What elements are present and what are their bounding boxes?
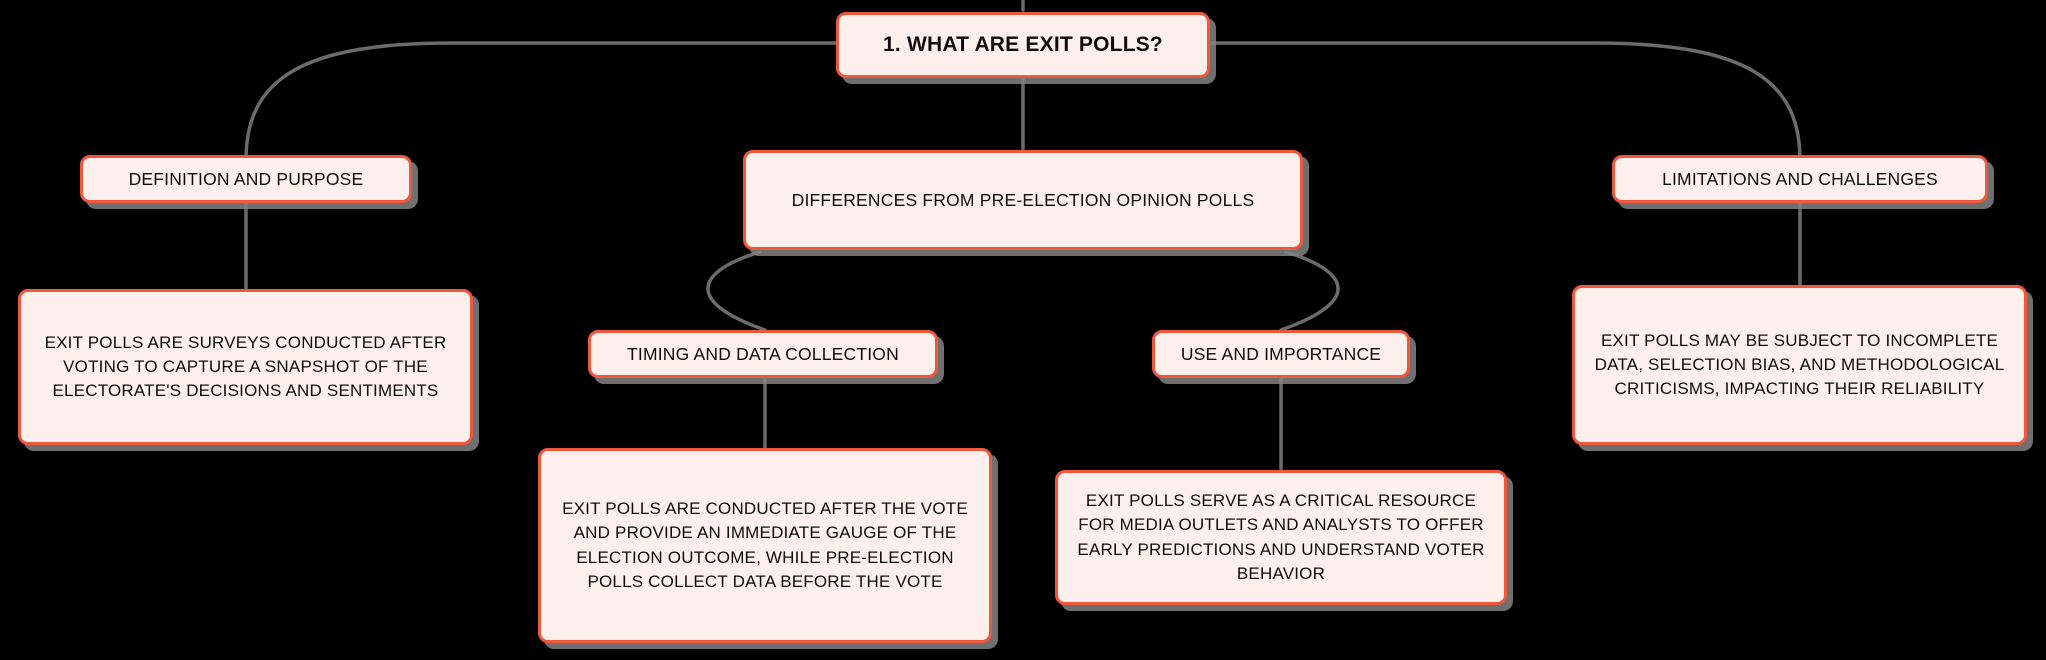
node-leaf-use[interactable]: EXIT POLLS SERVE AS A CRITICAL RESOURCE … bbox=[1055, 470, 1507, 605]
node-leaf-timing-label: EXIT POLLS ARE CONDUCTED AFTER THE VOTE … bbox=[562, 499, 968, 591]
node-branch-definition[interactable]: DEFINITION AND PURPOSE bbox=[80, 155, 412, 203]
edge-differences-to-timing bbox=[706, 250, 767, 332]
node-leaf-use-label: EXIT POLLS SERVE AS A CRITICAL RESOURCE … bbox=[1077, 491, 1485, 583]
node-branch-limitations-label: LIMITATIONS AND CHALLENGES bbox=[1662, 168, 1938, 189]
node-sub-use[interactable]: USE AND IMPORTANCE bbox=[1152, 330, 1410, 378]
node-branch-definition-label: DEFINITION AND PURPOSE bbox=[128, 168, 364, 189]
node-leaf-definition[interactable]: EXIT POLLS ARE SURVEYS CONDUCTED AFTER V… bbox=[18, 289, 473, 445]
node-sub-timing[interactable]: TIMING AND DATA COLLECTION bbox=[588, 330, 938, 378]
node-leaf-timing[interactable]: EXIT POLLS ARE CONDUCTED AFTER THE VOTE … bbox=[538, 448, 992, 643]
node-leaf-limitations[interactable]: EXIT POLLS MAY BE SUBJECT TO INCOMPLETE … bbox=[1572, 285, 2027, 445]
node-leaf-limitations-label: EXIT POLLS MAY BE SUBJECT TO INCOMPLETE … bbox=[1594, 330, 2005, 399]
edge-root-to-limitations bbox=[1208, 41, 1802, 162]
node-leaf-definition-label: EXIT POLLS ARE SURVEYS CONDUCTED AFTER V… bbox=[44, 332, 447, 401]
edge-root-to-definition bbox=[244, 41, 838, 162]
node-root-label: 1. WHAT ARE EXIT POLLS? bbox=[883, 33, 1163, 57]
node-branch-differences[interactable]: DIFFERENCES FROM PRE-ELECTION OPINION PO… bbox=[743, 150, 1303, 250]
node-sub-timing-label: TIMING AND DATA COLLECTION bbox=[627, 343, 899, 364]
edge-differences-to-use bbox=[1279, 250, 1340, 332]
node-branch-differences-label: DIFFERENCES FROM PRE-ELECTION OPINION PO… bbox=[791, 189, 1255, 210]
node-branch-limitations[interactable]: LIMITATIONS AND CHALLENGES bbox=[1612, 155, 1988, 203]
node-sub-use-label: USE AND IMPORTANCE bbox=[1180, 343, 1382, 364]
node-root[interactable]: 1. WHAT ARE EXIT POLLS? bbox=[836, 12, 1210, 78]
